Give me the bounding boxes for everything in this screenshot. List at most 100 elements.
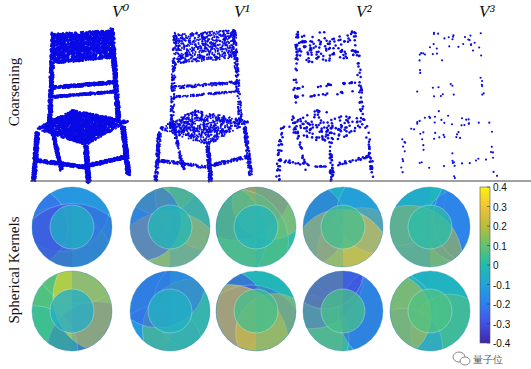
point <box>73 55 75 57</box>
point <box>93 37 95 39</box>
point <box>89 39 91 41</box>
point <box>77 34 79 36</box>
point <box>108 56 110 58</box>
point <box>103 47 105 49</box>
point <box>99 49 101 51</box>
point <box>84 51 86 53</box>
point <box>98 51 100 53</box>
point <box>62 56 64 58</box>
point <box>91 42 93 44</box>
point <box>70 34 72 36</box>
point <box>84 41 86 43</box>
point <box>106 52 108 54</box>
point <box>99 32 101 34</box>
point <box>50 108 52 110</box>
point <box>84 57 86 59</box>
point <box>62 43 64 45</box>
point <box>51 68 53 70</box>
point <box>67 46 69 48</box>
point <box>74 32 76 34</box>
point <box>68 32 70 34</box>
point <box>55 60 57 62</box>
point <box>80 32 82 34</box>
point <box>64 43 66 45</box>
point <box>53 59 55 61</box>
point <box>53 50 55 52</box>
point <box>76 40 78 42</box>
point <box>63 37 65 39</box>
point <box>101 40 103 42</box>
point <box>52 61 54 63</box>
point <box>81 56 83 58</box>
point <box>69 49 71 51</box>
point <box>77 59 79 61</box>
point <box>87 53 89 55</box>
point <box>102 30 104 32</box>
point <box>53 40 55 42</box>
point <box>47 118 49 120</box>
point <box>88 48 90 50</box>
point <box>71 44 73 46</box>
point <box>101 37 103 39</box>
point <box>95 55 97 57</box>
point <box>93 49 95 51</box>
point <box>63 46 65 48</box>
point <box>48 94 50 96</box>
point <box>62 60 64 62</box>
point <box>50 111 52 113</box>
point <box>51 53 53 55</box>
point <box>55 50 57 52</box>
point <box>98 57 100 59</box>
point <box>100 53 102 55</box>
point <box>49 60 51 62</box>
point <box>98 43 100 45</box>
point <box>64 49 66 51</box>
point <box>69 43 71 45</box>
point <box>98 38 100 40</box>
point <box>50 48 52 50</box>
point <box>59 45 61 47</box>
point <box>64 39 66 41</box>
point <box>51 101 53 103</box>
point <box>81 44 83 46</box>
point <box>66 32 68 34</box>
point <box>96 41 98 43</box>
point <box>60 52 62 54</box>
point <box>92 54 94 56</box>
point <box>58 56 60 58</box>
point <box>92 30 94 32</box>
point <box>90 32 92 34</box>
point <box>57 58 59 60</box>
point <box>95 40 97 42</box>
point <box>73 51 75 53</box>
point <box>50 55 52 57</box>
point <box>71 52 73 54</box>
point <box>105 32 107 34</box>
point <box>79 54 81 56</box>
point <box>108 46 110 48</box>
point <box>48 99 50 101</box>
point <box>49 113 51 115</box>
point <box>79 34 81 36</box>
point <box>101 45 103 47</box>
point <box>87 42 89 44</box>
point <box>92 46 94 48</box>
point <box>51 45 53 47</box>
point <box>90 58 92 60</box>
point <box>49 77 51 79</box>
point <box>94 35 96 37</box>
point <box>97 30 99 32</box>
point <box>49 79 51 81</box>
point <box>81 60 83 62</box>
point <box>53 43 55 45</box>
point <box>79 45 81 47</box>
point-cloud-chair <box>31 27 131 184</box>
point <box>49 63 51 65</box>
point <box>66 35 68 37</box>
point <box>50 58 52 60</box>
point <box>52 56 54 58</box>
point <box>67 51 69 53</box>
point <box>49 71 51 73</box>
